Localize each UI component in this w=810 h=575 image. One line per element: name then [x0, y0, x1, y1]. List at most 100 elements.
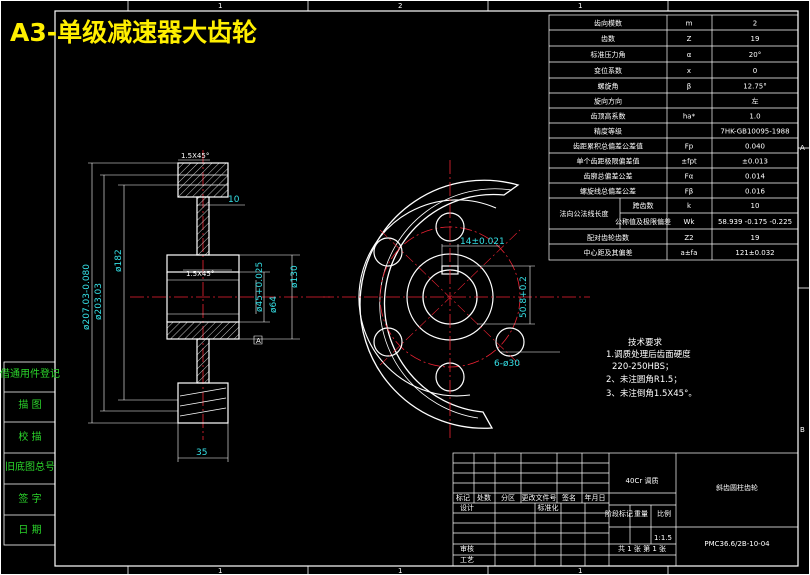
param-cell: 7HK-GB10095-1988: [720, 128, 789, 136]
param-cell: β: [687, 83, 691, 91]
register-label-5: 签 字: [18, 492, 41, 505]
register-label-6: 日 期: [18, 524, 41, 536]
param-cell: x: [687, 67, 691, 75]
param-cell: 0.040: [745, 143, 765, 151]
dim-root-diameter: ø203.03: [94, 283, 104, 320]
param-cell: Fα: [685, 173, 694, 181]
front-view: [320, 160, 590, 440]
param-cell: 齿向模数: [594, 19, 622, 28]
param-cell: 0: [753, 67, 757, 75]
zone-right-b: B: [800, 426, 805, 434]
common-normal-label: 法向公法线长度: [560, 209, 609, 218]
param-cell: 19: [751, 35, 760, 43]
register-label-4: 旧底图总号: [5, 460, 55, 473]
drawing-title: A3-单级减速器大齿轮: [10, 18, 257, 47]
tb-drawing-name: 斜齿圆柱齿轮: [716, 483, 758, 492]
cn-row2-val: 58.939 -0.175 -0.225: [718, 218, 792, 226]
left-register: [3, 361, 56, 546]
cn-row1-name: 跨齿数: [633, 201, 654, 210]
tech-req-line-4: 3、未注倒角1.5X45°。: [606, 388, 697, 399]
tail-row1-sym: Z2: [684, 234, 693, 242]
tb-header-1: 标记: [456, 493, 470, 502]
param-cell: 螺旋线总偏差公差: [580, 187, 636, 196]
param-cell: 螺旋角: [598, 82, 619, 91]
inner-border: [54, 10, 799, 567]
tb-sheets: 共 1 张 第 1 张: [618, 544, 666, 553]
param-cell: 0.016: [745, 188, 766, 196]
tech-req-line-3: 2、未注圆角R1.5；: [606, 374, 682, 385]
param-cell: Fβ: [685, 188, 694, 196]
param-cell: 1.0: [749, 113, 760, 121]
tb-drawing-no: PMC36.6/2B-10-04: [704, 540, 770, 548]
section-dim-lines: [88, 159, 300, 462]
zone-top-1: 1: [218, 2, 222, 10]
param-cell: 12.75°: [743, 83, 767, 91]
param-cell: 精度等级: [594, 127, 622, 136]
tail-row2-sym: a±fa: [681, 249, 698, 257]
dim-tip-diameter: ø207.03-0.080: [82, 264, 92, 330]
tech-req-line-2: 220-250HBS；: [612, 362, 673, 372]
param-cell: ±fpt: [681, 158, 697, 166]
param-cell: ha*: [683, 113, 696, 121]
param-cell: 齿顶高系数: [591, 112, 626, 121]
param-table-grid: [548, 14, 799, 261]
tb-scale: 1:1.5: [654, 534, 672, 542]
tb-material: 40Cr 调质: [626, 476, 659, 485]
dim-chamfer-top: 1.5X45°: [181, 152, 209, 160]
param-cell: 20°: [749, 51, 761, 59]
cn-row1-val: 10: [751, 202, 760, 210]
param-cell: Z: [687, 35, 692, 43]
register-label-3: 校 描: [18, 430, 41, 443]
tail-row1-name: 配对齿轮齿数: [587, 233, 629, 242]
zone-top-2: 2: [398, 2, 402, 10]
tb-row-design: 设计: [460, 503, 474, 512]
zone-bottom-2: 1: [398, 567, 402, 575]
front-dim-lines: [441, 244, 560, 353]
tb-scale-label: 比例: [657, 509, 671, 518]
cn-row1-sym: k: [687, 202, 692, 210]
tb-row-process: 工艺: [460, 556, 474, 564]
param-cell: 2: [753, 20, 757, 28]
tail-row2-val: 121±0.032: [735, 249, 774, 257]
register-label-2: 描 图: [18, 398, 41, 411]
param-cell: m: [686, 20, 693, 28]
zone-ticks: [127, 0, 810, 575]
dim-keyway: 14±0.021: [460, 237, 505, 247]
dim-hub-diameter: ø130: [290, 265, 300, 288]
zone-right-a: A: [800, 144, 805, 152]
zone-bottom-1: 1: [218, 567, 222, 575]
tb-header-4: 更改文件号: [522, 493, 557, 502]
dim-holes: 6-ø30: [494, 359, 520, 369]
dim-bore-diameter: ø45+0.025: [255, 262, 265, 312]
datum-label: A: [256, 337, 261, 345]
param-cell: 标准压力角: [591, 50, 626, 59]
tb-header-6: 年月日: [585, 493, 606, 502]
tb-row-review: 审核: [460, 544, 474, 553]
dim-key-depth: 50.8+0.2: [519, 276, 529, 318]
dim-chamfer-inner: 1.5X45°: [186, 270, 214, 278]
dim-web-diameter: ø182: [114, 249, 124, 272]
param-cell: ±0.013: [742, 158, 768, 166]
param-cell: 0.014: [745, 173, 766, 181]
dim-width: 35: [196, 448, 207, 458]
dim-rim-thickness: 10: [228, 195, 240, 205]
tech-req-title: 技术要求: [628, 337, 663, 348]
param-cell: 左: [752, 97, 759, 106]
section-view: [130, 150, 330, 440]
register-label-1: 借通用件登记: [0, 367, 60, 380]
zone-top-3: 1: [578, 2, 582, 10]
zone-bottom-3: 1: [578, 567, 582, 575]
cn-row2-name: 公称值及极限偏差: [615, 217, 671, 226]
param-cell: 旋向方向: [594, 97, 622, 106]
cn-row2-sym: Wk: [684, 218, 696, 226]
param-cell: Fp: [685, 143, 694, 151]
param-cell: 齿距累积总偏差公差值: [573, 142, 643, 151]
title-block-grid: [452, 452, 799, 567]
tail-row2-name: 中心距及其偏差: [584, 248, 633, 257]
tech-req-line-1: 1.调质处理后齿面硬度: [606, 349, 691, 360]
tb-stage: 阶段标记: [605, 509, 633, 518]
param-cell: 变位系数: [594, 66, 622, 75]
tb-header-3: 分区: [501, 493, 515, 502]
